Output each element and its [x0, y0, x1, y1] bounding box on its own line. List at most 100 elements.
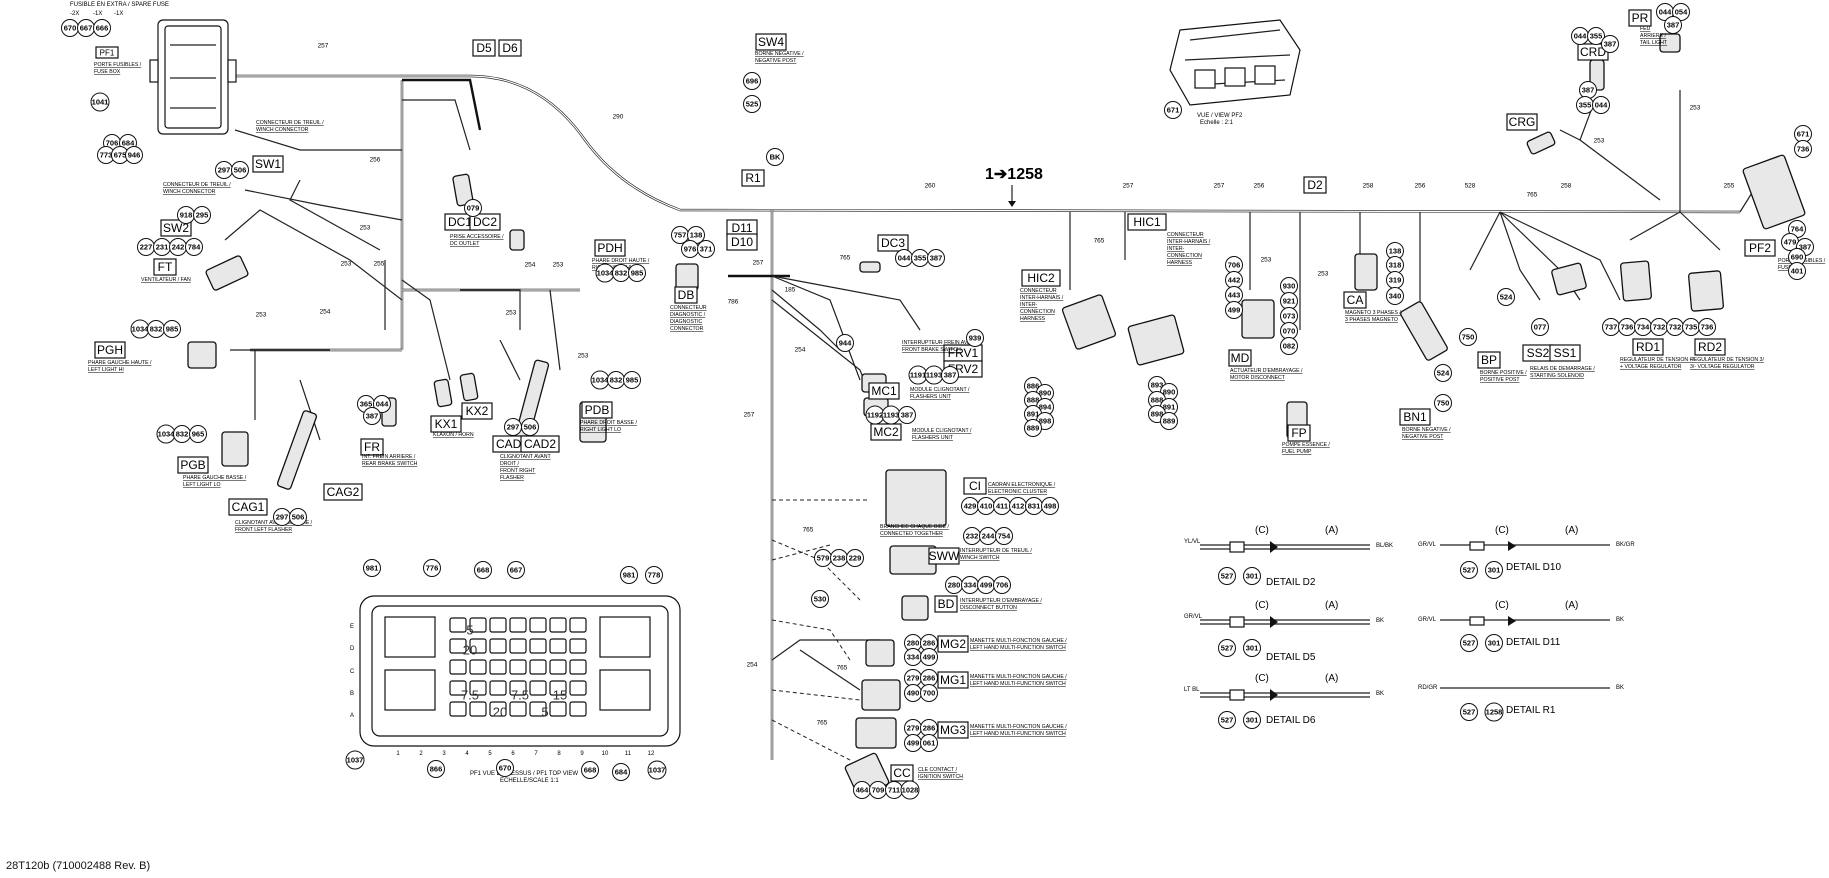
part-number: 778: [648, 571, 661, 580]
connector-description: BRANCHEE CHAQUE BIDE /: [880, 524, 949, 530]
part-number: 1193: [926, 371, 942, 380]
part-number: 410: [980, 502, 993, 511]
connector-description: CONNECTEUR: [1020, 288, 1057, 294]
wire-tag: BL/BK: [1376, 543, 1393, 549]
connector-code-box: [928, 547, 960, 565]
connector-description: PHARE DROIT BASSE /: [580, 420, 638, 426]
connector-code: DB: [678, 288, 695, 302]
part-number-bubble: 412: [1009, 497, 1027, 515]
connector-description: PHARE GAUCHE BASSE /: [183, 475, 247, 481]
connector-code-box: [1127, 213, 1167, 231]
fuse-slot: [469, 659, 487, 675]
connector-description: LEFT HAND MULTI-FUNCTION SWITCH: [970, 731, 1066, 737]
connector-description: BORNE POSITIVE /: [1480, 370, 1527, 376]
connector-description: FUEL PUMP: [1282, 449, 1312, 455]
part-number-bubble: 387: [898, 406, 916, 424]
part-number-bubble: 527: [1218, 567, 1236, 585]
part-number: 890: [1163, 388, 1176, 397]
drawing-id: 28T120b (710002488 Rev. B): [6, 860, 151, 872]
fuse-slot: [569, 701, 587, 717]
part-number: 044: [376, 400, 389, 409]
connector-description: FLASHER: [500, 475, 524, 481]
part-number: 387: [1667, 21, 1680, 30]
connector-description: MANETTE MULTI-FONCTION GAUCHE /: [970, 674, 1067, 680]
connector-description: MANETTE MULTI-FONCTION GAUCHE /: [970, 724, 1067, 730]
part-number: 530: [814, 595, 827, 604]
wire-tag: BK: [1376, 691, 1384, 697]
connector-code-box: [870, 423, 902, 441]
wire-number: 765: [803, 527, 814, 534]
connector-description: HARNESS: [1167, 260, 1193, 266]
part-number: 981: [366, 564, 379, 573]
connector-description: MODULE CLIGNOTANT /: [910, 387, 970, 393]
connector-description: BORNE NEGATIVE /: [755, 51, 804, 57]
part-number: 939: [969, 334, 982, 343]
connector-code-box: [1506, 113, 1538, 131]
wire-number: 256: [370, 157, 381, 164]
connector-description: CONNECTION: [1020, 309, 1055, 315]
part-number: 280: [948, 581, 961, 590]
part-number-bubble: 242: [169, 238, 187, 256]
column-label: 3: [442, 751, 446, 757]
part-number: 1192: [867, 411, 883, 420]
column-label: 11: [625, 751, 632, 757]
part-number-bubble: 757: [671, 226, 689, 244]
connector-description: WINCH CONNECTOR: [256, 127, 309, 133]
connector-description: FLASHERS UNIT: [910, 394, 952, 400]
part-number-bubble: 527: [1218, 639, 1236, 657]
part-number: 429: [964, 502, 977, 511]
part-number: 757: [674, 231, 687, 240]
part-number-bubble: 527: [1460, 703, 1478, 721]
wire-number: 253: [553, 262, 564, 269]
part-number: 506: [234, 166, 247, 175]
part-number-bubble: 464: [853, 781, 871, 799]
fuse-slot: [449, 701, 467, 717]
pf1-code: PF1: [100, 49, 115, 58]
wire-number: 254: [747, 662, 758, 669]
connector-code: DC2: [473, 215, 497, 229]
connector-description: POMPE ESSENCE /: [1282, 442, 1330, 448]
part-number: 675: [114, 151, 127, 160]
part-number-bubble: 764: [1788, 220, 1806, 238]
part-number: 479: [1784, 238, 1797, 247]
fuse-rating: 20: [493, 705, 507, 720]
connector-description: + VOLTAGE REGULATOR: [1620, 364, 1682, 370]
wire-number: 253: [1594, 138, 1605, 145]
part-number-bubble: 044: [1571, 27, 1589, 45]
part-number-bubble: 082: [1280, 337, 1298, 355]
part-number: 706: [996, 581, 1009, 590]
part-number: 297: [276, 513, 289, 522]
part-number: 301: [1488, 639, 1501, 648]
part-number: 732: [1669, 323, 1682, 332]
part-number: 706: [1228, 261, 1241, 270]
part-number: 889: [1027, 424, 1040, 433]
connector-description: LEFT HAND MULTI-FUNCTION SWITCH: [970, 645, 1066, 651]
part-number-bubble: 318: [1386, 256, 1404, 274]
part-number: 918: [180, 211, 193, 220]
part-number: 082: [1283, 342, 1296, 351]
connector-description: LEFT LIGHT LO: [183, 482, 221, 488]
connector-code: CAD2: [524, 437, 556, 451]
connector-code: MG2: [940, 637, 966, 651]
column-label: 8: [557, 751, 561, 757]
detail-a: (A): [1325, 600, 1338, 611]
connector-code: SWW: [929, 549, 960, 563]
part-number: 1034: [592, 376, 610, 385]
fuse-slot: [529, 638, 547, 654]
part-number-bubble: 1028: [900, 780, 920, 800]
part-number-bubble: 736: [1794, 140, 1812, 158]
fuse-slot: [509, 680, 527, 696]
part-number: 684: [615, 768, 628, 777]
part-number: 706: [106, 139, 119, 148]
part-number-bubble: 1041: [90, 92, 110, 112]
part-number: 279: [907, 724, 920, 733]
connector-body: [1742, 154, 1806, 230]
connector-description: NEGATIVE POST: [1402, 434, 1444, 440]
part-number: 690: [1791, 253, 1804, 262]
detail-c: (C): [1495, 600, 1509, 611]
part-number: 387: [1604, 40, 1617, 49]
part-number-bubble: 044: [373, 395, 391, 413]
part-number: 898: [1151, 410, 1164, 419]
connector-code: D6: [502, 41, 518, 55]
part-number: 279: [907, 674, 920, 683]
